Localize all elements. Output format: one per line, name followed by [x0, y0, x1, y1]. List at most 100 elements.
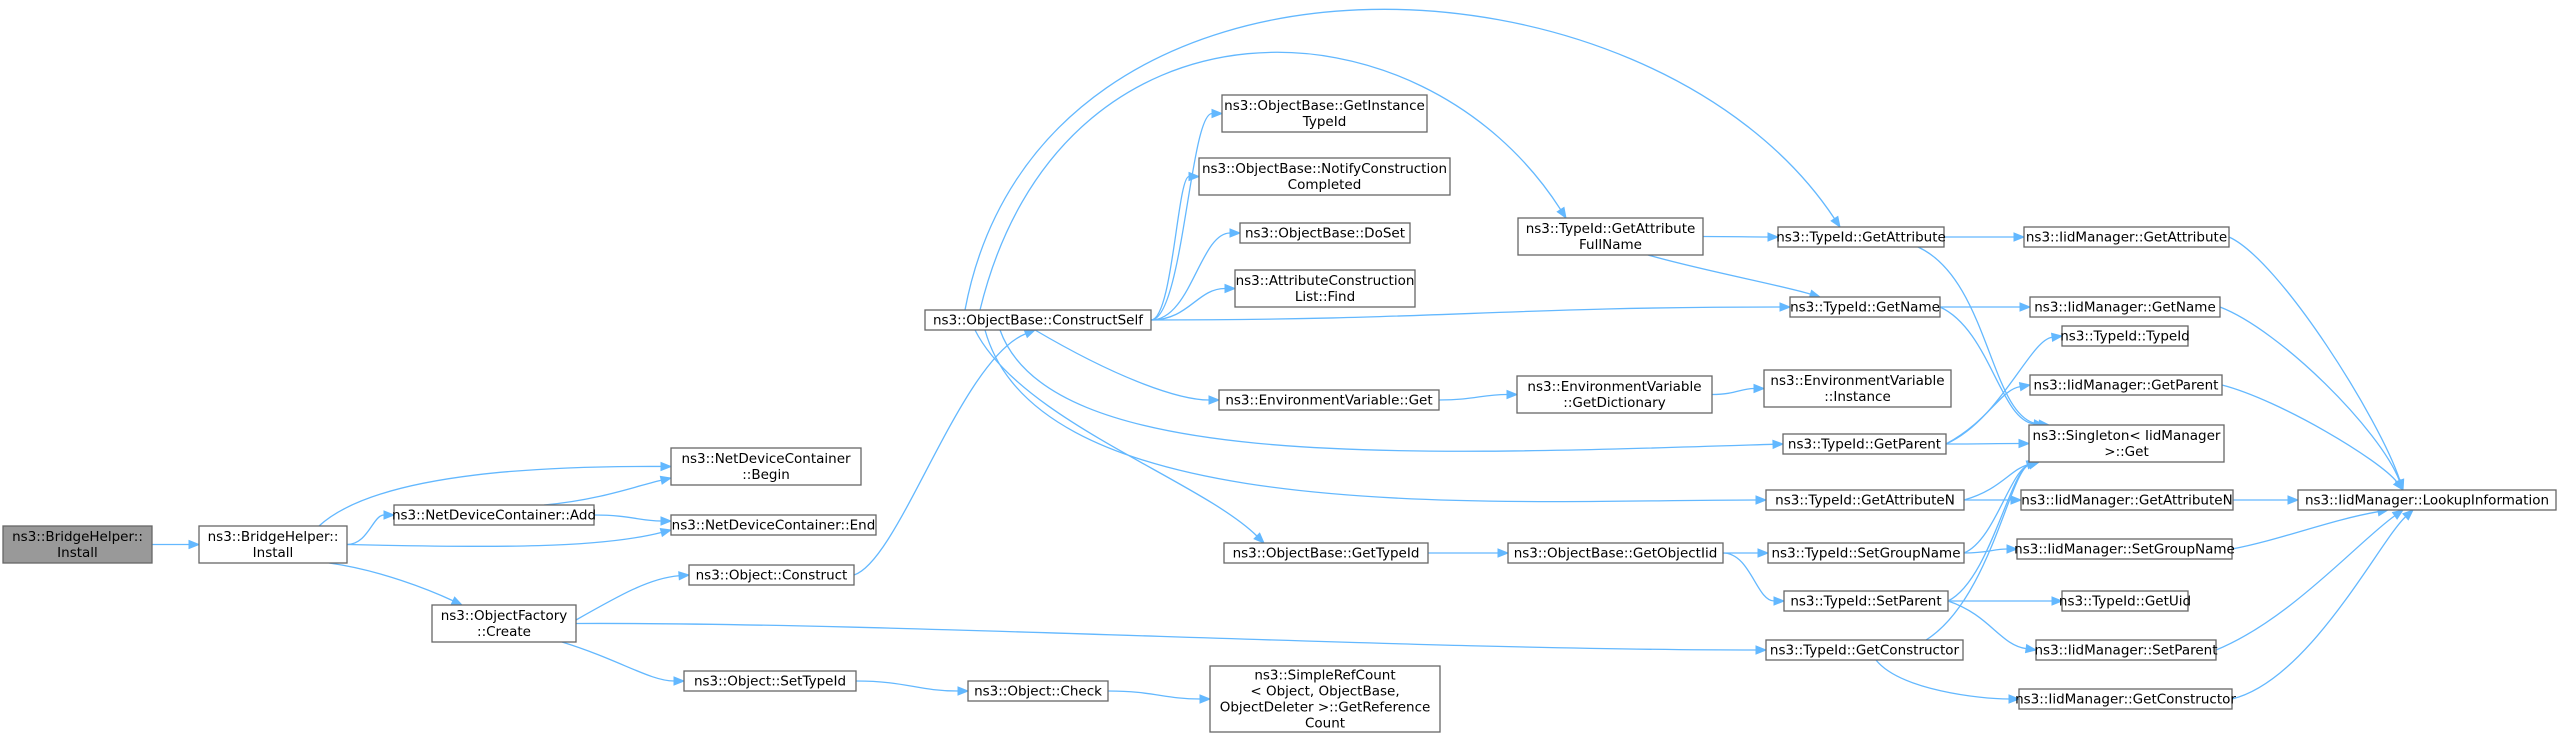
node-n26[interactable]: ns3::Object::Check	[967, 680, 1109, 702]
node-label-n25-0: ns3::Object::SetTypeId	[694, 674, 846, 690]
edge-n16-n28	[1944, 232, 2026, 242]
edge-n19-n33	[1963, 495, 2023, 505]
node-n20[interactable]: ns3::ObjectBase::GetTypeId	[1223, 542, 1429, 564]
edge-n7-n8	[1150, 108, 1224, 321]
node-n38[interactable]: ns3::IidManager::GetConstructor	[2015, 688, 2236, 710]
node-label-n5-0: ns3::ObjectFactory	[441, 608, 568, 624]
node-label-n30-0: ns3::TypeId::TypeId	[2060, 329, 2190, 345]
node-label-n10-0: ns3::ObjectBase::DoSet	[1245, 226, 1405, 242]
edge-n6-n7	[853, 329, 1037, 576]
node-label-n6-0: ns3::Object::Construct	[696, 568, 848, 584]
edge-n38-n34	[2231, 509, 2414, 700]
edges-layer	[152, 8, 2414, 704]
node-n32[interactable]: ns3::Singleton< IidManager >::Get	[2028, 424, 2225, 463]
node-label-n27-0: ns3::SimpleRefCount	[1254, 668, 1395, 684]
edge-n5-n24	[575, 622, 1768, 655]
node-n10[interactable]: ns3::ObjectBase::DoSet	[1239, 222, 1411, 244]
edge-n37-n34	[2215, 509, 2405, 651]
node-label-n37-0: ns3::IidManager::SetParent	[2035, 643, 2218, 659]
edge-n17-n32	[1939, 306, 2046, 429]
node-n36[interactable]: ns3::TypeId::GetUid	[2059, 590, 2191, 612]
node-label-n27-2: ObjectDeleter >::GetReference	[1220, 700, 1431, 716]
edge-n5-n25	[561, 641, 686, 686]
node-label-n35-0: ns3::IidManager::SetGroupName	[2014, 542, 2235, 558]
node-label-n14-0: ns3::EnvironmentVariable	[1770, 373, 1944, 389]
node-label-n21-0: ns3::ObjectBase::GetObjectIid	[1514, 546, 1718, 562]
node-label-n36-0: ns3::TypeId::GetUid	[2059, 594, 2191, 610]
node-label-n29-0: ns3::IidManager::GetName	[2034, 300, 2216, 316]
node-label-n9-1: Completed	[1288, 177, 1362, 193]
node-n0[interactable]: ns3::BridgeHelper::Install	[2, 525, 153, 564]
node-n13[interactable]: ns3::EnvironmentVariable::GetDictionary	[1516, 375, 1713, 414]
node-n3[interactable]: ns3::NetDeviceContainer::Add	[392, 504, 596, 526]
edge-n29-n34	[2219, 306, 2404, 492]
node-label-n16-0: ns3::TypeId::GetAttribute	[1776, 230, 1946, 246]
node-n19[interactable]: ns3::TypeId::GetAttributeN	[1765, 489, 1965, 511]
node-label-n18-0: ns3::TypeId::GetParent	[1788, 437, 1941, 453]
node-n33[interactable]: ns3::IidManager::GetAttributeN	[2020, 489, 2234, 511]
node-label-n32-1: >::Get	[2104, 444, 2148, 460]
node-n18[interactable]: ns3::TypeId::GetParent	[1782, 433, 1947, 455]
node-label-n33-0: ns3::IidManager::GetAttributeN	[2021, 493, 2232, 509]
node-label-n26-0: ns3::Object::Check	[974, 684, 1102, 700]
edge-n35-n34	[2231, 507, 2390, 550]
node-n2[interactable]: ns3::NetDeviceContainer::Begin	[670, 447, 862, 486]
edge-n3-n2	[543, 475, 673, 506]
node-n23[interactable]: ns3::TypeId::SetParent	[1783, 590, 1949, 612]
node-n12[interactable]: ns3::EnvironmentVariable::Get	[1218, 389, 1440, 411]
node-n27[interactable]: ns3::SimpleRefCount< Object, ObjectBase,…	[1209, 665, 1441, 733]
node-n6[interactable]: ns3::Object::Construct	[688, 564, 855, 586]
edge-n1-n2	[318, 461, 673, 527]
node-n25[interactable]: ns3::Object::SetTypeId	[683, 670, 857, 692]
node-n4[interactable]: ns3::NetDeviceContainer::End	[670, 514, 877, 536]
node-n5[interactable]: ns3::ObjectFactory::Create	[431, 604, 577, 643]
edge-n7-n12	[1034, 329, 1221, 405]
node-n35[interactable]: ns3::IidManager::SetGroupName	[2014, 538, 2235, 560]
node-n14[interactable]: ns3::EnvironmentVariable::Instance	[1763, 369, 1952, 408]
node-n7[interactable]: ns3::ObjectBase::ConstructSelf	[924, 309, 1152, 331]
node-label-n2-1: ::Begin	[742, 467, 790, 483]
node-n31[interactable]: ns3::IidManager::GetParent	[2029, 374, 2223, 396]
node-n29[interactable]: ns3::IidManager::GetName	[2029, 296, 2221, 318]
edge-n24-n38	[1875, 659, 2021, 704]
edge-n7-n10	[1150, 228, 1242, 321]
node-n30[interactable]: ns3::TypeId::TypeId	[2060, 325, 2190, 347]
node-label-n15-1: FullName	[1579, 237, 1642, 253]
edge-n7-n18	[999, 329, 1785, 452]
node-n17[interactable]: ns3::TypeId::GetName	[1789, 296, 1941, 318]
edge-n25-n26	[855, 680, 970, 696]
node-n34[interactable]: ns3::IidManager::LookupInformation	[2297, 489, 2557, 511]
node-n24[interactable]: ns3::TypeId::GetConstructor	[1765, 639, 1964, 661]
node-label-n27-1: < Object, ObjectBase,	[1250, 684, 1399, 700]
node-label-n15-0: ns3::TypeId::GetAttribute	[1526, 221, 1696, 237]
node-n37[interactable]: ns3::IidManager::SetParent	[2035, 639, 2218, 661]
edge-n7-n9	[1150, 171, 1201, 321]
node-label-n4-0: ns3::NetDeviceContainer::End	[672, 518, 876, 534]
node-n9[interactable]: ns3::ObjectBase::NotifyConstructionCompl…	[1198, 157, 1451, 196]
node-label-n12-0: ns3::EnvironmentVariable::Get	[1225, 393, 1432, 409]
node-label-n5-1: ::Create	[477, 624, 531, 640]
edge-n18-n31	[1945, 382, 2032, 445]
node-label-n9-0: ns3::ObjectBase::NotifyConstruction	[1202, 161, 1447, 177]
node-label-n1-1: Install	[253, 545, 294, 561]
node-n16[interactable]: ns3::TypeId::GetAttribute	[1776, 226, 1946, 248]
edge-n1-n5	[328, 562, 464, 606]
node-label-n31-0: ns3::IidManager::GetParent	[2034, 378, 2219, 394]
node-label-n22-0: ns3::TypeId::SetGroupName	[1771, 546, 1960, 562]
node-label-n23-0: ns3::TypeId::SetParent	[1790, 594, 1941, 610]
edge-n21-n22	[1723, 548, 1770, 558]
edge-n33-n34	[2232, 495, 2300, 505]
node-label-n2-0: ns3::NetDeviceContainer	[681, 451, 851, 467]
node-n28[interactable]: ns3::IidManager::GetAttribute	[2023, 226, 2230, 248]
edge-n17-n29	[1939, 302, 2032, 312]
node-label-n13-1: ::GetDictionary	[1563, 395, 1665, 411]
edge-n7-n20	[974, 329, 1265, 544]
edge-n23-n32	[1947, 460, 2041, 602]
node-n21[interactable]: ns3::ObjectBase::GetObjectIid	[1507, 542, 1724, 564]
node-n22[interactable]: ns3::TypeId::SetGroupName	[1767, 542, 1965, 564]
node-n1[interactable]: ns3::BridgeHelper::Install	[198, 525, 348, 564]
edge-n7-n11	[1150, 283, 1237, 321]
